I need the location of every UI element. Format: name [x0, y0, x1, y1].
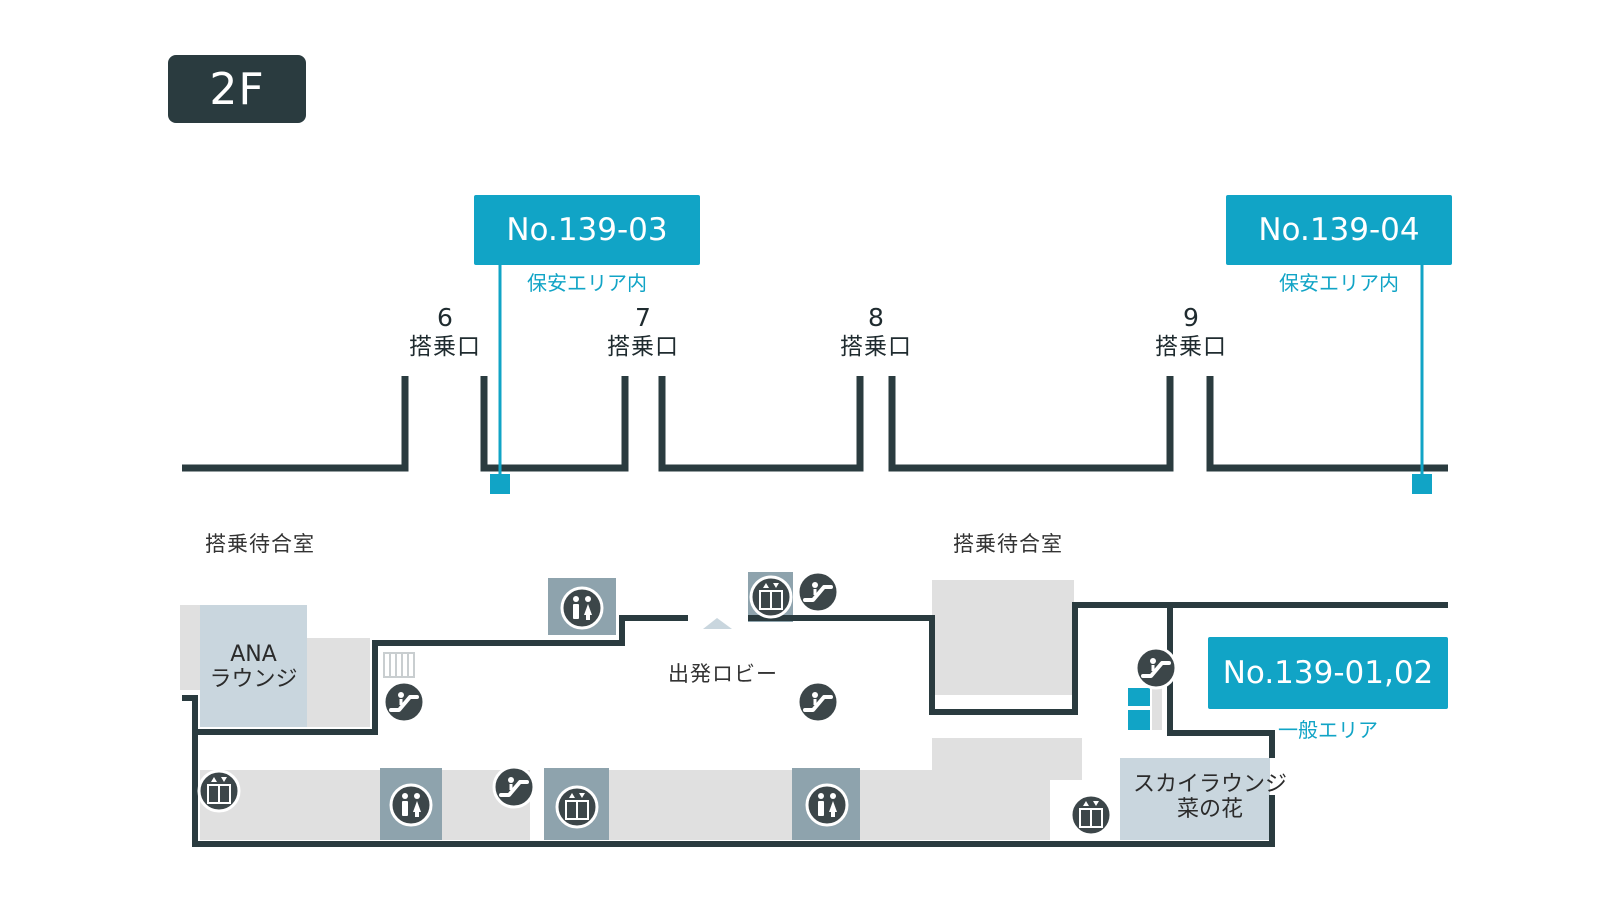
- ana-lounge-label: ANA ラウンジ: [200, 642, 307, 693]
- elevator-icon: [1069, 793, 1113, 837]
- gate-walls: [182, 376, 1448, 472]
- elevator-icon: [555, 785, 599, 829]
- departure-lobby-label: 出発ロビー: [668, 662, 778, 686]
- gate-number: 6: [437, 303, 453, 332]
- gate-number: 8: [868, 303, 884, 332]
- tag-no-139-04-area: 保安エリア内: [1279, 271, 1399, 295]
- escalator-icon: [796, 570, 840, 614]
- elevator-icon: [197, 769, 241, 813]
- elevator-icon: [749, 575, 793, 619]
- gate-6: 6 搭乗口: [400, 302, 490, 362]
- restroom-icon: [560, 586, 604, 630]
- gate-number: 7: [635, 303, 651, 332]
- gate-7: 7 搭乗口: [598, 302, 688, 362]
- gate-label: 搭乗口: [840, 334, 912, 361]
- ana-lounge-line1: ANA: [230, 642, 277, 667]
- gate-number: 9: [1183, 303, 1199, 332]
- sky-lounge-line2: 菜の花: [1176, 797, 1243, 823]
- gate-label: 搭乗口: [1155, 334, 1227, 361]
- sky-lounge-line1: スカイラウンジ: [1132, 772, 1287, 797]
- location-marker: [490, 474, 510, 494]
- tag-no-139-01-02-area: 一般エリア: [1278, 718, 1378, 742]
- escalator-icon: [492, 765, 536, 809]
- sky-lounge-area: [1120, 758, 1270, 840]
- ana-lounge-area: [200, 605, 307, 727]
- escalator-icon: [796, 680, 840, 724]
- ana-lounge-line2: ラウンジ: [209, 667, 298, 693]
- waiting-room-left-label: 搭乗待合室: [205, 532, 315, 556]
- tag-no-139-03-area: 保安エリア内: [527, 271, 647, 295]
- escalator-icon: [382, 680, 426, 724]
- location-marker: [1412, 474, 1432, 494]
- facility-areas: [180, 572, 1270, 840]
- tag-no-139-01-02[interactable]: No.139-01,02: [1208, 637, 1448, 709]
- waiting-room-right-label: 搭乗待合室: [953, 532, 1063, 556]
- gate-label: 搭乗口: [409, 334, 481, 361]
- terminal-walls: [182, 602, 1448, 847]
- gate-9: 9 搭乗口: [1146, 302, 1236, 362]
- gate-8: 8 搭乗口: [831, 302, 921, 362]
- tag-leaders: [490, 262, 1432, 494]
- restroom-icon: [805, 783, 849, 827]
- escalator-icon: [1134, 646, 1178, 690]
- floor-badge: 2F: [168, 55, 306, 123]
- restroom-icon: [389, 783, 433, 827]
- departure-arrow: [703, 618, 732, 629]
- gate-label: 搭乗口: [607, 334, 679, 361]
- tag-no-139-03[interactable]: No.139-03: [474, 195, 700, 265]
- tag-no-139-04[interactable]: No.139-04: [1226, 195, 1452, 265]
- sky-lounge-label: スカイラウンジ 菜の花: [1120, 772, 1300, 823]
